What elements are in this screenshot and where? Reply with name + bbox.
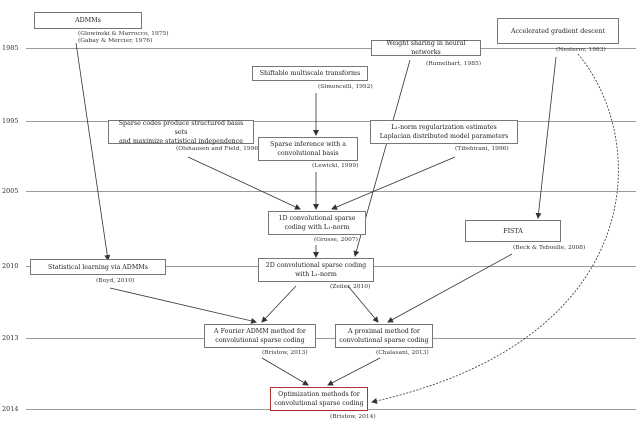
edge-sparse-codes-to-conv1d xyxy=(187,156,301,210)
edge-l1-to-conv1d xyxy=(331,156,456,210)
citation-conv1d-sparse-coding: (Grosse, 2007) xyxy=(314,237,358,243)
node-conv1d-sparse-coding: 1D convolutional sparse coding with L₁-n… xyxy=(268,211,366,235)
edge-accelerated-to-fista xyxy=(535,56,557,219)
edge-conv2d-to-fourier xyxy=(261,285,297,323)
year-gridline xyxy=(26,338,636,339)
year-label-2014: 2014 xyxy=(2,405,19,413)
edge-accelerated-to-optimization-curved xyxy=(371,53,619,404)
citation-proximal-method: (Chalasani, 2013) xyxy=(376,350,429,356)
year-label-2013: 2013 xyxy=(2,334,19,342)
year-gridline xyxy=(26,191,636,192)
citation-admm: (Glowinski & Marrocco, 1975) (Gabay & Me… xyxy=(78,31,169,44)
citation-accelerated-gradient: (Nesterov, 1983) xyxy=(556,47,606,53)
node-fista: FISTA xyxy=(465,220,561,242)
year-label-1995: 1995 xyxy=(2,117,19,125)
year-gridline xyxy=(26,48,636,49)
node-weight-sharing: Weight sharing in neural networks xyxy=(371,40,481,56)
year-label-2005: 2005 xyxy=(2,187,19,195)
edge-fourier-to-optimization xyxy=(261,357,309,386)
edge-conv2d-to-proximal xyxy=(347,285,379,323)
node-l1-regularization: L₁-norm regularization estimates Laplaci… xyxy=(370,120,518,144)
citation-sparse-inference: (Lewicki, 1999) xyxy=(312,163,359,169)
citation-fista: (Beck & Teboulle, 2008) xyxy=(513,245,586,251)
node-conv2d-sparse-coding: 2D convolutional sparse coding with L₁-n… xyxy=(258,258,374,282)
citation-sparse-codes: (Olshausen and Field, 1996) xyxy=(176,146,261,152)
node-optimization-methods: Optimization methods for convolutional s… xyxy=(270,387,368,411)
year-label-2010: 2010 xyxy=(2,262,19,270)
year-label-1985: 1985 xyxy=(2,44,19,52)
citation-conv2d-sparse-coding: (Zeiler, 2010) xyxy=(330,284,371,290)
citation-l1-regularization: (Tibshirani, 1996) xyxy=(455,146,509,152)
node-accelerated-gradient: Accelerated gradient descent xyxy=(497,18,619,44)
node-sparse-inference: Sparse inference with a convolutional ba… xyxy=(258,137,358,161)
edge-admm-to-stat-learning xyxy=(75,42,111,261)
year-gridline xyxy=(26,121,636,122)
node-statistical-learning: Statistical learning via ADMMs xyxy=(30,259,166,275)
citation-weight-sharing: (Rumelhart, 1985) xyxy=(426,61,482,67)
node-fourier-admm: A Fourier ADMM method for convolutional … xyxy=(204,324,316,348)
citation-optimization-methods: (Bristow, 2014) xyxy=(330,414,376,420)
edge-proximal-to-optimization xyxy=(327,357,381,386)
node-proximal-method: A proximal method for convolutional spar… xyxy=(335,324,433,348)
citation-statistical-learning: (Boyd, 2010) xyxy=(96,278,135,284)
node-sparse-codes: Sparse codes produce structured basis se… xyxy=(108,120,254,145)
node-shiftable-multiscale: Shiftable multiscale transforms xyxy=(252,66,368,81)
node-admm: ADMMs xyxy=(34,12,142,29)
citation-shiftable-multiscale: (Simoncelli, 1992) xyxy=(318,84,373,90)
edge-stat-learning-to-fourier xyxy=(109,287,257,324)
citation-fourier-admm: (Bristow, 2013) xyxy=(262,350,308,356)
edge-fista-to-proximal xyxy=(387,253,513,323)
